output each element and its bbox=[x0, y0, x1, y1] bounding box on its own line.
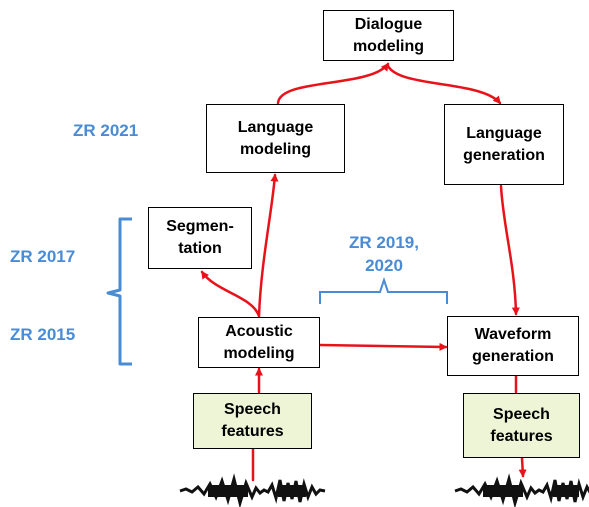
arrow-acoustic-to-segmentation bbox=[200, 270, 261, 318]
zr-2015-2017-bracket bbox=[106, 217, 132, 366]
arrow-generation-to-waveform bbox=[499, 184, 520, 316]
zr-2019-2020-bracket bbox=[319, 276, 448, 304]
segmentation-box: Segmen- tation bbox=[148, 207, 252, 269]
speech-features-input-box: Speech features bbox=[193, 393, 312, 449]
arrow-language-to-dialogue bbox=[276, 62, 390, 105]
waveform-input-icon bbox=[179, 473, 326, 507]
waveform-output-icon bbox=[454, 473, 589, 507]
language-generation-box: Language generation bbox=[444, 104, 564, 185]
waveform-generation-box: Waveform generation bbox=[447, 316, 579, 376]
zr-2021-label: ZR 2021 bbox=[73, 121, 139, 140]
zr-2015-label: ZR 2015 bbox=[10, 325, 76, 344]
speech-features-output-box: Speech features bbox=[463, 393, 580, 458]
acoustic-modeling-box: Acoustic modeling bbox=[198, 317, 320, 368]
arrow-acoustic-to-waveform bbox=[318, 342, 448, 351]
zr-2019-2020-label: ZR 2019, 2020 bbox=[349, 233, 419, 275]
arrow-dialogue-to-generation bbox=[386, 64, 502, 105]
arrow-features-to-output bbox=[518, 456, 527, 478]
zr-2017-label: ZR 2017 bbox=[10, 247, 76, 266]
arrow-acoustic-to-language bbox=[257, 173, 279, 318]
dialogue-modeling-box: Dialogue modeling bbox=[323, 10, 454, 61]
language-modeling-box: Language modeling bbox=[206, 104, 345, 173]
